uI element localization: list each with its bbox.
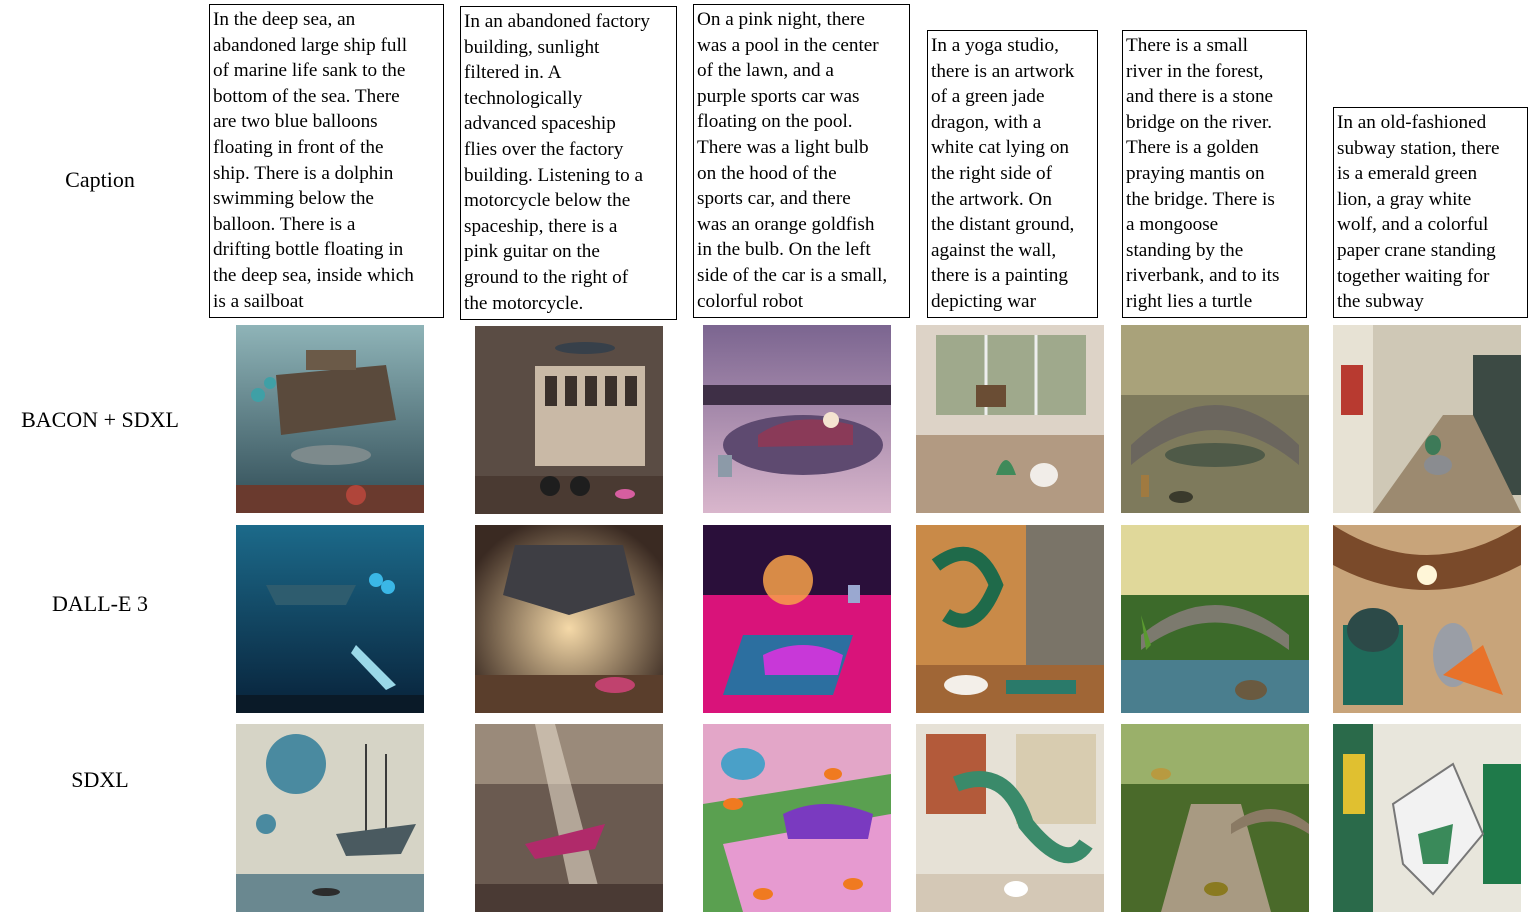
image-dalle3-deep-sea-ship — [236, 525, 424, 713]
image-bacon-sdxl-subway — [1333, 325, 1521, 513]
row-label-bacon-sdxl: BACON + SDXL — [21, 407, 179, 432]
image-bacon-sdxl-deep-sea-ship — [236, 325, 424, 513]
image-dalle3-subway — [1333, 525, 1521, 713]
image-sdxl-subway — [1333, 724, 1521, 912]
image-dalle3-forest-bridge — [1121, 525, 1309, 713]
image-dalle3-pink-night-car — [703, 525, 891, 713]
caption-box-3: On a pink night, there was a pool in the… — [693, 4, 910, 318]
caption-box-4: In a yoga studio, there is an artwork of… — [927, 30, 1098, 318]
row-label-dalle3: DALL-E 3 — [52, 591, 148, 616]
image-sdxl-pink-night-car — [703, 724, 891, 912]
image-bacon-sdxl-forest-bridge — [1121, 325, 1309, 513]
row-label-caption: Caption — [65, 167, 135, 192]
caption-box-6: In an old-fashioned subway station, ther… — [1333, 107, 1528, 318]
image-bacon-sdxl-yoga-dragon — [916, 325, 1104, 513]
image-sdxl-factory-spaceship — [475, 724, 663, 912]
image-sdxl-deep-sea-ship — [236, 724, 424, 912]
image-sdxl-forest-bridge — [1121, 724, 1309, 912]
caption-box-5: There is a small river in the forest, an… — [1122, 30, 1307, 318]
caption-box-2: In an abandoned factory building, sunlig… — [460, 6, 677, 320]
caption-box-1: In the deep sea, an abandoned large ship… — [209, 4, 444, 318]
image-dalle3-factory-spaceship — [475, 525, 663, 713]
image-bacon-sdxl-pink-night-car — [703, 325, 891, 513]
image-bacon-sdxl-factory-spaceship — [475, 326, 663, 514]
image-dalle3-yoga-dragon — [916, 525, 1104, 713]
row-label-sdxl: SDXL — [71, 767, 129, 792]
image-sdxl-yoga-dragon — [916, 724, 1104, 912]
